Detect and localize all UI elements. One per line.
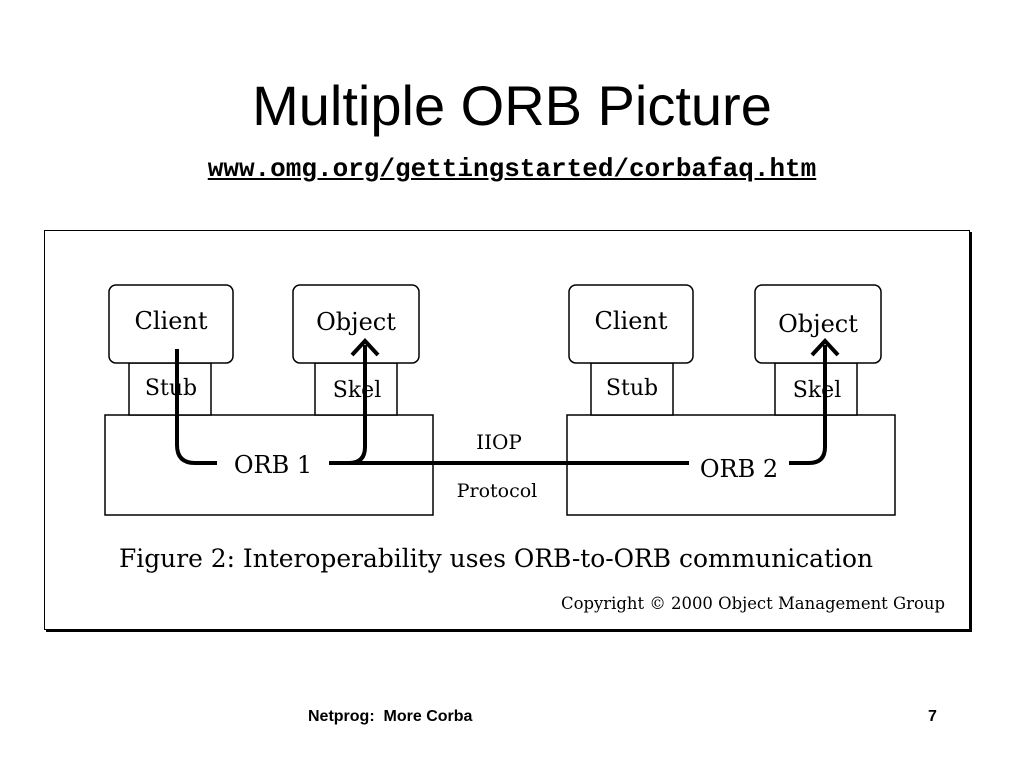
right-object-arrowhead bbox=[810, 338, 840, 357]
left-skel-label: Skel bbox=[333, 378, 381, 403]
right-client-box bbox=[568, 284, 694, 364]
right-skel-box bbox=[774, 362, 858, 416]
footer-page-number: 7 bbox=[928, 708, 937, 725]
copyright-note: Copyright © 2000 Object Management Group bbox=[561, 594, 945, 614]
orb-diagram: Client Object Stub Skel ORB 1 Client Obj… bbox=[104, 284, 945, 614]
right-object-path bbox=[789, 345, 827, 465]
protocol-label: Protocol bbox=[457, 480, 538, 502]
orb1-label-bg bbox=[219, 447, 327, 479]
right-client-label: Client bbox=[594, 307, 667, 335]
figure-caption: Figure 2: Interoperability uses ORB-to-O… bbox=[119, 544, 873, 573]
left-object-box bbox=[292, 284, 420, 364]
left-stub-label: Stub bbox=[145, 376, 197, 401]
iiop-label: IIOP bbox=[476, 430, 522, 454]
left-object-path bbox=[331, 345, 367, 465]
left-request-path bbox=[175, 349, 217, 465]
right-object-label: Object bbox=[778, 310, 858, 338]
footer-course-title: Netprog: More Corba bbox=[308, 708, 473, 725]
orb1-label: ORB 1 bbox=[234, 451, 312, 479]
orb-interoperability-figure: Client Object Stub Skel ORB 1 Client Obj… bbox=[44, 230, 970, 630]
right-object-box bbox=[754, 284, 882, 364]
right-skel-label: Skel bbox=[793, 378, 841, 403]
left-object-label: Object bbox=[316, 308, 396, 336]
right-stub-label: Stub bbox=[606, 376, 658, 401]
left-client-box bbox=[108, 284, 234, 364]
left-stub-box bbox=[128, 362, 212, 416]
left-object-arrowhead bbox=[350, 338, 380, 357]
left-client-label: Client bbox=[134, 307, 207, 335]
orb2-label-bg bbox=[691, 447, 787, 479]
slide-title: Multiple ORB Picture bbox=[252, 74, 772, 137]
reference-url[interactable]: www.omg.org/gettingstarted/corbafaq.htm bbox=[207, 154, 817, 184]
right-stub-box bbox=[590, 362, 674, 416]
orb2-label: ORB 2 bbox=[700, 455, 778, 483]
